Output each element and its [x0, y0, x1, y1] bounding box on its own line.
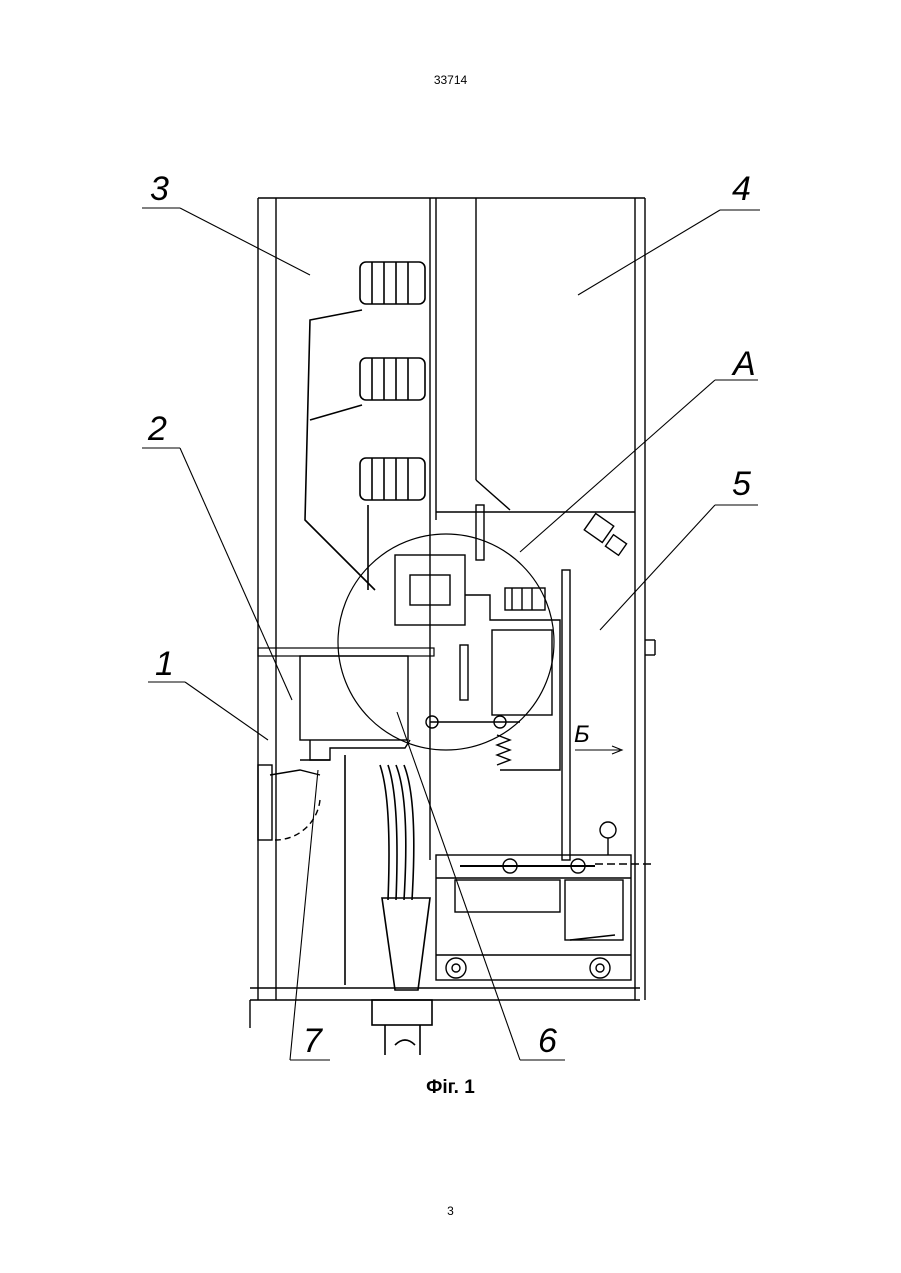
- label-b: Б: [574, 721, 590, 748]
- label-7: 7: [303, 1022, 323, 1060]
- withdrawable-truck: [436, 822, 652, 980]
- label-6: 6: [538, 1022, 557, 1060]
- technical-drawing: 3 4 A 5 2 1 7 6 Б: [140, 170, 770, 1070]
- compartment-2: [300, 656, 410, 760]
- cabinet-frame: [250, 198, 655, 1028]
- label-a: A: [731, 345, 756, 383]
- figure-caption: Фіг. 1: [0, 1077, 901, 1099]
- switching-unit: [395, 505, 570, 860]
- cable-assembly: [345, 755, 432, 1055]
- label-1: 1: [155, 645, 174, 683]
- label-4: 4: [732, 170, 751, 208]
- document-number: 33714: [0, 73, 901, 87]
- detail-a-circle: [338, 534, 554, 750]
- page-number: 3: [0, 1204, 901, 1218]
- label-2: 2: [147, 410, 167, 448]
- label-5: 5: [732, 465, 751, 503]
- label-3: 3: [150, 170, 169, 208]
- leader-lines: [142, 208, 760, 1060]
- latch-mechanism: [258, 760, 330, 840]
- sensor-device: [584, 513, 626, 555]
